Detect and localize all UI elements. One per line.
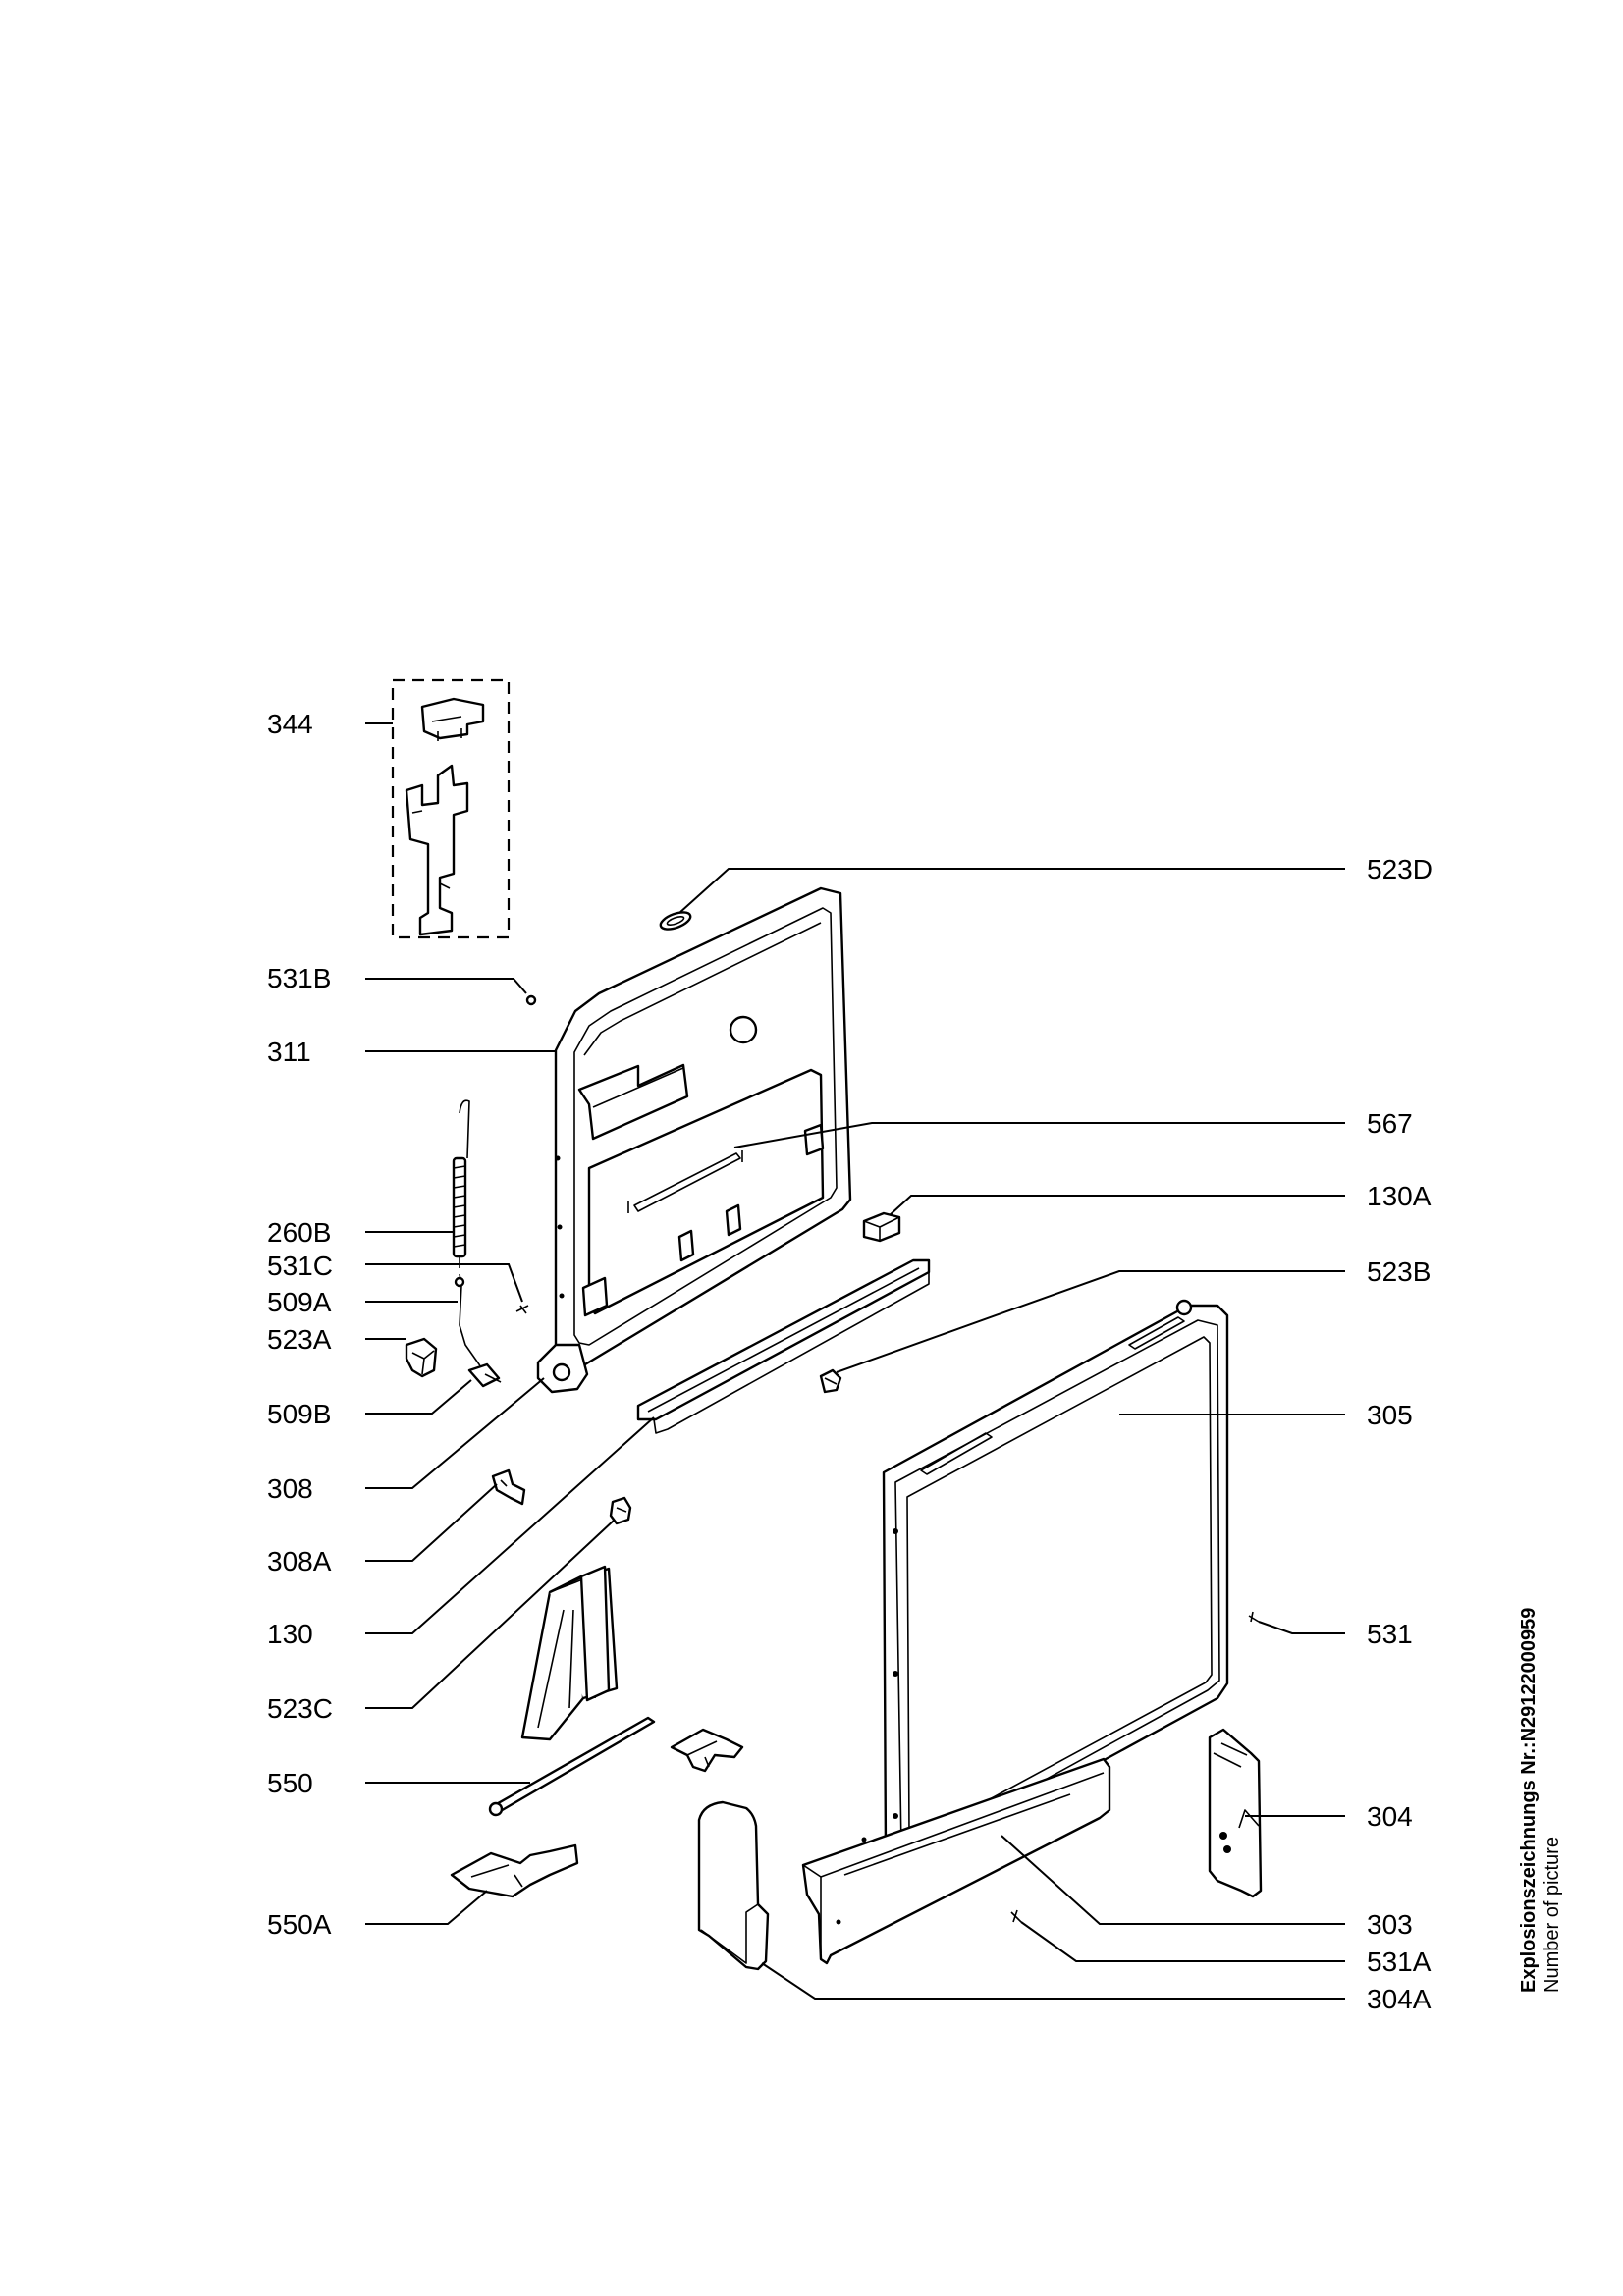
part-305-outer-door bbox=[882, 1299, 1345, 1867]
part-523A bbox=[365, 1337, 438, 1378]
label-523A: 523A bbox=[267, 1324, 332, 1355]
label-531C: 531C bbox=[267, 1251, 333, 1281]
label-531A: 531A bbox=[1367, 1947, 1432, 1977]
part-303-base-strip bbox=[801, 1757, 1345, 1965]
label-130A: 130A bbox=[1367, 1181, 1432, 1211]
drawing-number-block: Explosionszeichnungs Nr.:N29122000959 Nu… bbox=[1517, 1482, 1576, 1993]
label-523D: 523D bbox=[1367, 854, 1433, 884]
label-550: 550 bbox=[267, 1768, 313, 1798]
label-303: 303 bbox=[1367, 1909, 1413, 1940]
part-531A-screw bbox=[1010, 1909, 1345, 1962]
part-523D bbox=[659, 868, 1345, 931]
label-304A: 304A bbox=[1367, 1984, 1432, 2014]
label-305: 305 bbox=[1367, 1400, 1413, 1430]
part-number-labels: 344 523D 531B 311 567 130A 260B 531C 509… bbox=[267, 709, 1433, 2014]
part-130A-block bbox=[862, 1195, 1345, 1243]
label-509B: 509B bbox=[267, 1399, 331, 1429]
label-509A: 509A bbox=[267, 1287, 332, 1317]
part-344-hinge-kit bbox=[365, 678, 511, 939]
label-531B: 531B bbox=[267, 963, 331, 993]
label-531: 531 bbox=[1367, 1619, 1413, 1649]
part-509B bbox=[365, 1362, 502, 1415]
label-344: 344 bbox=[267, 709, 313, 739]
label-130: 130 bbox=[267, 1619, 313, 1649]
part-bracket-center bbox=[670, 1728, 744, 1773]
picture-number-caption: Number of picture bbox=[1542, 1837, 1563, 1993]
label-260B: 260B bbox=[267, 1217, 331, 1248]
part-260B-spring bbox=[365, 1099, 470, 1268]
part-304-side-cover bbox=[1208, 1728, 1345, 1898]
explosion-drawing-number: Explosionszeichnungs Nr.:N29122000959 bbox=[1518, 1607, 1540, 1993]
part-130-rail bbox=[365, 1258, 931, 1634]
part-523B-clip bbox=[819, 1270, 1345, 1394]
label-523B: 523B bbox=[1367, 1256, 1431, 1287]
label-567: 567 bbox=[1367, 1108, 1413, 1139]
part-550-stand bbox=[365, 1565, 656, 1817]
label-523C: 523C bbox=[267, 1693, 333, 1724]
label-311: 311 bbox=[267, 1037, 311, 1067]
part-567-rail bbox=[733, 1122, 1345, 1148]
label-308A: 308A bbox=[267, 1546, 332, 1576]
part-311-inner-door bbox=[365, 886, 852, 1394]
part-523C bbox=[365, 1496, 632, 1709]
label-308: 308 bbox=[267, 1473, 313, 1504]
part-531B-screw bbox=[365, 978, 537, 1006]
label-304: 304 bbox=[1367, 1801, 1413, 1832]
part-304A-side-cover bbox=[697, 1800, 1345, 2000]
part-531C-screw bbox=[365, 1263, 529, 1314]
part-550A-bracket bbox=[365, 1843, 579, 1925]
part-308A-bracket bbox=[365, 1468, 526, 1562]
part-308-lever bbox=[365, 1377, 545, 1489]
label-550A: 550A bbox=[267, 1909, 332, 1940]
part-531-screw bbox=[1248, 1611, 1345, 1634]
